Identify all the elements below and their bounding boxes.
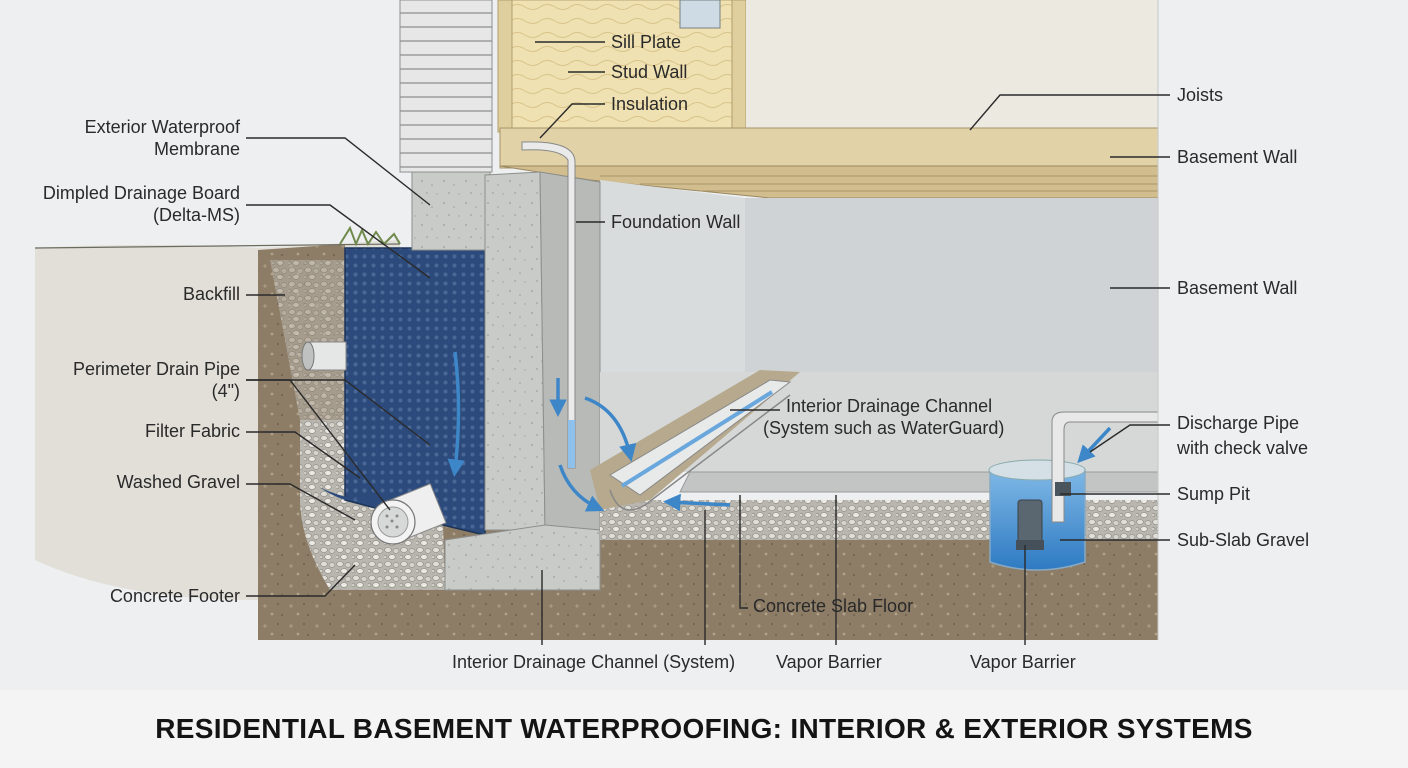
label-discharge-pipe-1: Discharge Pipe bbox=[1177, 413, 1299, 433]
label-washed-gravel: Washed Gravel bbox=[117, 472, 240, 492]
perimeter-drain-pipe bbox=[370, 483, 447, 545]
label-perimeter-pipe-1: Perimeter Drain Pipe bbox=[73, 359, 240, 379]
label-sill-plate: Sill Plate bbox=[611, 32, 681, 52]
label-backfill: Backfill bbox=[183, 284, 240, 304]
label-vapor-barrier-1: Vapor Barrier bbox=[776, 652, 882, 672]
label-concrete-footer: Concrete Footer bbox=[110, 586, 240, 606]
sill-plate-beam bbox=[499, 127, 1159, 169]
flow-arrow-5 bbox=[1077, 426, 1112, 464]
check-valve bbox=[1055, 482, 1071, 496]
label-basement-wall-top: Basement Wall bbox=[1177, 147, 1297, 167]
label-filter-fabric: Filter Fabric bbox=[145, 421, 240, 441]
label-dimpled-board-2: (Delta-MS) bbox=[153, 205, 240, 225]
label-exterior-membrane-1: Exterior Waterproof bbox=[85, 117, 241, 137]
label-interior-channel-2: (System such as WaterGuard) bbox=[763, 418, 1004, 438]
stud bbox=[731, 0, 747, 133]
label-joists: Joists bbox=[1177, 85, 1223, 105]
flow-arrow-4 bbox=[663, 493, 731, 512]
label-foundation-wall: Foundation Wall bbox=[611, 212, 740, 232]
channel-water bbox=[620, 390, 774, 488]
label-sub-slab-gravel: Sub-Slab Gravel bbox=[1177, 530, 1309, 550]
title-bar: RESIDENTIAL BASEMENT WATERPROOFING: INTE… bbox=[0, 690, 1408, 768]
label-vapor-barrier-2: Vapor Barrier bbox=[970, 652, 1076, 672]
sump-pit-rim bbox=[988, 459, 1086, 481]
label-stud-wall: Stud Wall bbox=[611, 62, 687, 82]
upper-room-wall bbox=[746, 0, 1158, 128]
foundation-wall bbox=[484, 171, 546, 531]
label-discharge-pipe-2: with check valve bbox=[1176, 438, 1308, 458]
sump-pump bbox=[1017, 499, 1043, 543]
label-dimpled-board-1: Dimpled Drainage Board bbox=[43, 183, 240, 203]
label-exterior-membrane-2: Membrane bbox=[154, 139, 240, 159]
label-interior-channel-1: Interior Drainage Channel bbox=[786, 396, 992, 416]
waterproofing-diagram: Sill Plate Stud Wall Insulation Joists B… bbox=[34, 0, 1310, 672]
window bbox=[679, 0, 721, 29]
flow-arrow-3 bbox=[558, 464, 605, 512]
label-insulation: Insulation bbox=[611, 94, 688, 114]
basement-side-wall bbox=[600, 180, 745, 420]
exterior-siding bbox=[399, 0, 493, 173]
page-title: RESIDENTIAL BASEMENT WATERPROOFING: INTE… bbox=[155, 713, 1253, 744]
stud bbox=[497, 0, 513, 133]
pipe-water bbox=[568, 420, 575, 468]
flow-arrow-2 bbox=[584, 396, 637, 462]
label-perimeter-pipe-2: (4") bbox=[212, 381, 240, 401]
grass bbox=[339, 225, 401, 247]
label-basement-wall-mid: Basement Wall bbox=[1177, 278, 1297, 298]
concrete-slab-floor bbox=[679, 471, 1159, 493]
label-interior-channel-system: Interior Drainage Channel (System) bbox=[452, 652, 735, 672]
concrete-footer bbox=[444, 524, 601, 591]
water-flow-arrow bbox=[447, 351, 465, 477]
discharge-pipe bbox=[1051, 421, 1065, 523]
label-concrete-slab: Concrete Slab Floor bbox=[753, 596, 913, 616]
foundation-cap bbox=[411, 171, 491, 251]
basement-back-wall bbox=[745, 198, 1158, 372]
label-sump-pit: Sump Pit bbox=[1177, 484, 1250, 504]
leader-lines bbox=[246, 41, 1170, 645]
